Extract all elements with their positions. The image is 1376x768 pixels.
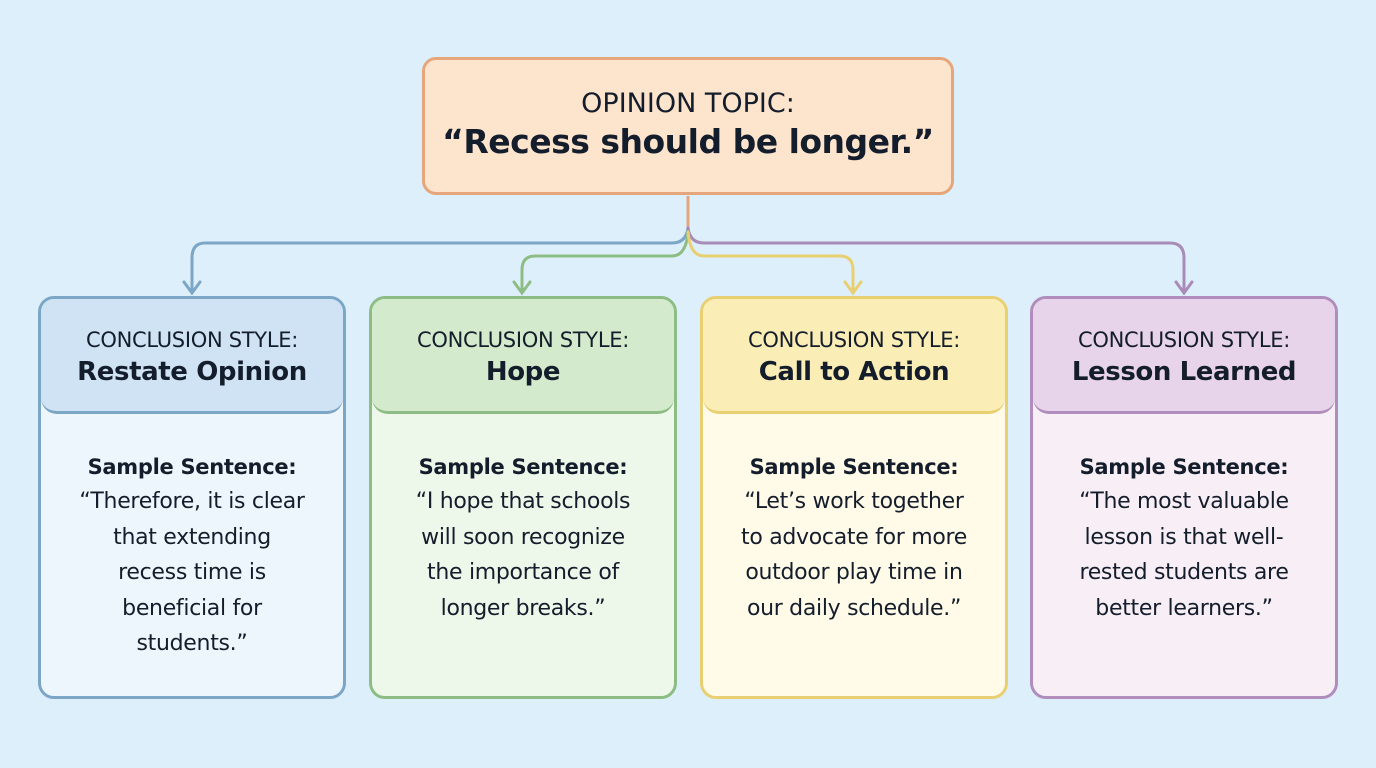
sample-line: “Therefore, it is clear	[79, 489, 305, 514]
sample-sentence: “I hope that schools will soon recognize…	[386, 484, 660, 626]
card-body: Sample Sentence: “Therefore, it is clear…	[41, 414, 343, 662]
card-header: CONCLUSION STYLE: Restate Opinion	[41, 299, 343, 414]
style-name: Call to Action	[758, 357, 950, 388]
card-header: CONCLUSION STYLE: Call to Action	[703, 299, 1005, 414]
card-header: CONCLUSION STYLE: Hope	[372, 299, 674, 414]
sample-line: beneficial for	[122, 595, 262, 621]
sample-line: our daily schedule.”	[746, 595, 962, 621]
style-label: CONCLUSION STYLE:	[86, 327, 298, 352]
sample-sentence: “The most valuable lesson is that well- …	[1047, 484, 1321, 626]
sample-label: Sample Sentence:	[418, 455, 628, 479]
sample-line: “I hope that schools	[415, 489, 631, 514]
sample-sentence: “Let’s work together to advocate for mor…	[717, 484, 991, 626]
card-body: Sample Sentence: “The most valuable less…	[1033, 414, 1335, 626]
topic-statement: “Recess should be longer.”	[442, 121, 934, 161]
sample-label: Sample Sentence:	[1079, 455, 1289, 479]
sample-line: will soon recognize	[421, 524, 625, 550]
card-lesson-learned: CONCLUSION STYLE: Lesson Learned Sample …	[1030, 296, 1338, 699]
card-hope: CONCLUSION STYLE: Hope Sample Sentence: …	[369, 296, 677, 699]
arrow-to-restate-opinion-icon	[182, 226, 690, 296]
sample-line: “The most valuable	[1079, 489, 1289, 514]
sample-line: to advocate for more	[741, 524, 967, 550]
sample-line: lesson is that well-	[1084, 524, 1284, 550]
opinion-topic-box: OPINION TOPIC: “Recess should be longer.…	[422, 57, 954, 195]
style-name: Hope	[485, 357, 561, 388]
sample-line: outdoor play time in	[745, 560, 963, 585]
style-label: CONCLUSION STYLE:	[748, 327, 960, 352]
sample-sentence: “Therefore, it is clear that extending r…	[55, 484, 329, 662]
style-name: Lesson Learned	[1071, 357, 1297, 388]
sample-label: Sample Sentence:	[87, 455, 297, 479]
arrow-to-hope-icon	[512, 230, 690, 296]
sample-line: longer breaks.”	[440, 595, 606, 621]
sample-line: that extending	[113, 524, 271, 550]
style-name: Restate Opinion	[77, 357, 307, 388]
arrow-to-call-to-action-icon	[686, 230, 863, 296]
card-call-to-action: CONCLUSION STYLE: Call to Action Sample …	[700, 296, 1008, 699]
sample-line: better learners.”	[1095, 595, 1273, 621]
sample-label: Sample Sentence:	[749, 455, 959, 479]
card-body: Sample Sentence: “Let’s work together to…	[703, 414, 1005, 626]
arrow-to-lesson-learned-icon	[686, 226, 1194, 296]
style-label: CONCLUSION STYLE:	[1078, 327, 1290, 352]
card-header: CONCLUSION STYLE: Lesson Learned	[1033, 299, 1335, 414]
sample-line: the importance of	[427, 560, 619, 585]
sample-line: “Let’s work together	[744, 489, 964, 514]
card-restate-opinion: CONCLUSION STYLE: Restate Opinion Sample…	[38, 296, 346, 699]
sample-line: rested students are	[1079, 560, 1289, 585]
topic-label: OPINION TOPIC:	[581, 87, 795, 119]
sample-line: students.”	[136, 631, 248, 656]
card-body: Sample Sentence: “I hope that schools wi…	[372, 414, 674, 626]
style-label: CONCLUSION STYLE:	[417, 327, 629, 352]
sample-line: recess time is	[118, 560, 266, 585]
